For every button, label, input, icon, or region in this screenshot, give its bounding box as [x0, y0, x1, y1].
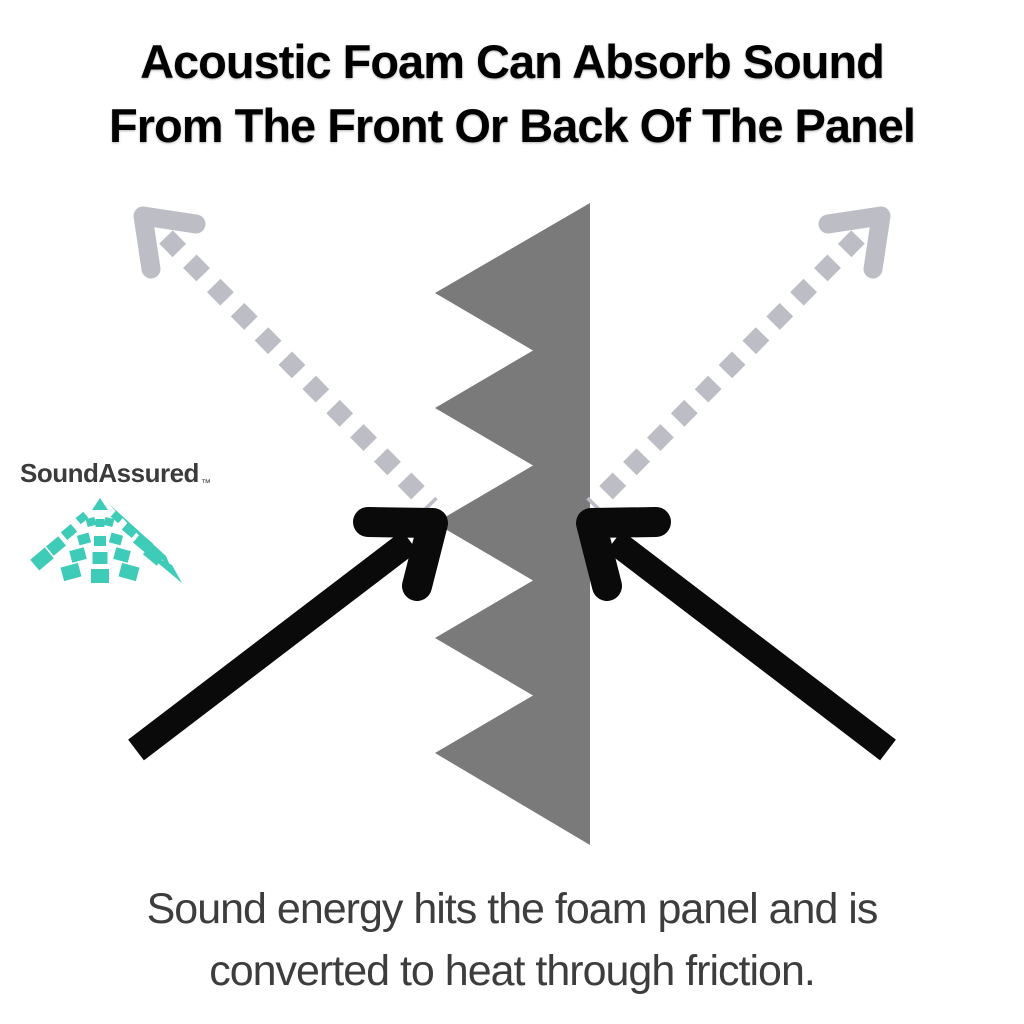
arrow-shaft	[128, 530, 418, 761]
title-line-2: From The Front Or Back Of The Panel	[109, 99, 916, 152]
logo-swoosh	[108, 503, 172, 570]
dotted-line	[159, 230, 438, 513]
foam-pyramid-logo-icon	[30, 498, 182, 583]
logo-tile	[95, 519, 105, 527]
arrowhead-up-left-icon	[133, 206, 206, 279]
logo-tile	[110, 510, 124, 524]
dotted-line	[586, 230, 865, 513]
arrowhead-up-right-icon	[818, 206, 891, 279]
logo-tile	[60, 562, 82, 582]
caption-line-2: converted to heat through friction.	[209, 947, 816, 995]
logo-tile	[30, 547, 54, 571]
logo-tile	[92, 498, 108, 510]
title-line-1: Acoustic Foam Can Absorb Sound	[140, 35, 885, 88]
incident-sound-arrow-right	[576, 507, 896, 761]
arrowhead-up-left-icon	[576, 507, 671, 601]
logo-tile	[133, 533, 153, 553]
reflected-sound-arrow-right	[586, 206, 891, 513]
page-title: Acoustic Foam Can Absorb Sound From The …	[0, 30, 1024, 158]
arrow-shaft	[606, 530, 896, 761]
logo-tile	[46, 536, 66, 556]
caption: Sound energy hits the foam panel and is …	[0, 878, 1024, 1002]
logo-name: SoundAssured	[20, 458, 199, 488]
logo-tile	[76, 532, 92, 546]
logo-tile	[121, 521, 139, 539]
arrowhead-up-right-icon	[353, 507, 448, 601]
trademark-symbol: ™	[200, 478, 211, 489]
logo-tile	[75, 511, 89, 525]
logo-swoosh	[146, 553, 182, 583]
logo-tile	[108, 532, 124, 546]
caption-line-1: Sound energy hits the foam panel and is	[146, 885, 879, 933]
logo-tile	[60, 523, 78, 541]
logo-tile	[92, 552, 108, 564]
reflected-sound-arrow-left	[133, 206, 438, 513]
logo-tile	[85, 516, 97, 528]
incident-sound-arrow-left	[128, 507, 448, 761]
logo-tile	[91, 569, 109, 583]
logo-tile	[103, 516, 115, 528]
logo-tile	[113, 547, 131, 563]
foam-panel	[435, 203, 590, 845]
logo-tile	[118, 562, 140, 582]
logo-tile	[94, 536, 106, 546]
logo-tile	[69, 547, 87, 563]
